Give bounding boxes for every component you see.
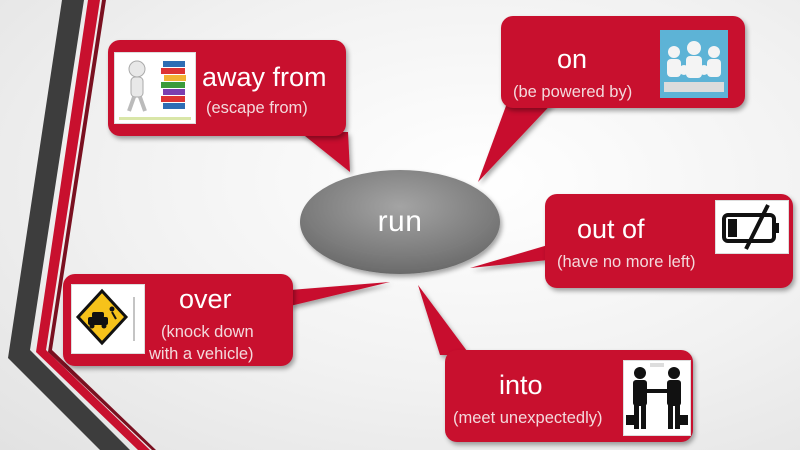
connector-on xyxy=(478,95,560,182)
handshake-icon xyxy=(623,360,691,436)
meeting-people-icon xyxy=(660,30,728,98)
meaning-over-line1: (knock down xyxy=(161,322,254,342)
empty-battery-icon xyxy=(715,200,789,254)
car-hit-sign-icon xyxy=(71,284,145,354)
books-figure-icon xyxy=(114,52,196,124)
meaning-over-line2: with a vehicle) xyxy=(149,344,254,364)
bubble-into: into (meet unexpectedly) xyxy=(445,350,693,442)
connector-away-from xyxy=(300,132,350,172)
bubble-away-from: away from (escape from) xyxy=(108,40,346,136)
bubble-over: over (knock down with a vehicle) xyxy=(63,274,293,366)
meaning-into: (meet unexpectedly) xyxy=(453,408,603,428)
bubble-out-of: out of (have no more left) xyxy=(545,194,793,288)
meaning-away-from: (escape from) xyxy=(206,98,308,118)
center-word: run xyxy=(300,172,500,272)
phrase-into: into xyxy=(499,370,543,401)
phrase-over: over xyxy=(179,284,232,315)
meaning-on: (be powered by) xyxy=(513,82,632,102)
phrase-away-from: away from xyxy=(202,62,327,93)
connector-into xyxy=(418,285,470,355)
phrase-on: on xyxy=(557,44,587,75)
meaning-out-of: (have no more left) xyxy=(557,252,695,272)
connector-over xyxy=(290,282,390,306)
phrase-out-of: out of xyxy=(577,214,645,245)
bubble-on: on (be powered by) xyxy=(501,16,745,108)
